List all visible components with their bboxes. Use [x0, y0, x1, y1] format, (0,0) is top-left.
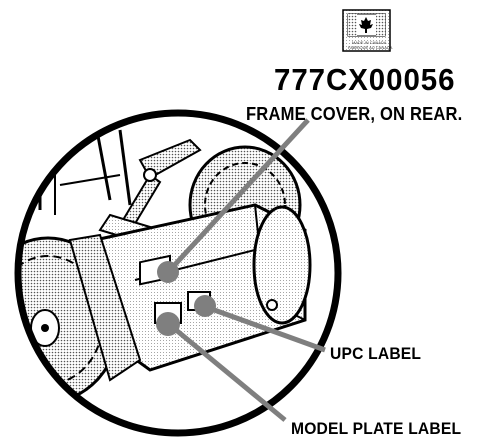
maple-leaf-icon — [359, 17, 373, 33]
frame-cover-pointer — [168, 118, 310, 272]
made-in-canada-badge — [342, 9, 391, 52]
upc-pointer — [205, 304, 326, 353]
upc-label: UPC LABEL — [330, 344, 422, 363]
frame-cover-label: FRAME COVER, ON REAR. — [246, 104, 463, 124]
model-plate-pointer — [168, 323, 287, 422]
model-plate-dot — [156, 312, 180, 336]
model-plate-label: MODEL PLATE LABEL — [291, 419, 462, 438]
callout-pointers — [156, 118, 326, 422]
upc-dot — [194, 295, 216, 317]
badge-caption-french: FABRIQUÉ AU CANADA — [348, 45, 393, 50]
magnified-view — [14, 109, 342, 437]
part-number-label: 777CX00056 — [274, 62, 456, 97]
frame-cover-dot — [157, 261, 179, 283]
badge-caption-english: MADE IN CANADA — [352, 40, 387, 45]
